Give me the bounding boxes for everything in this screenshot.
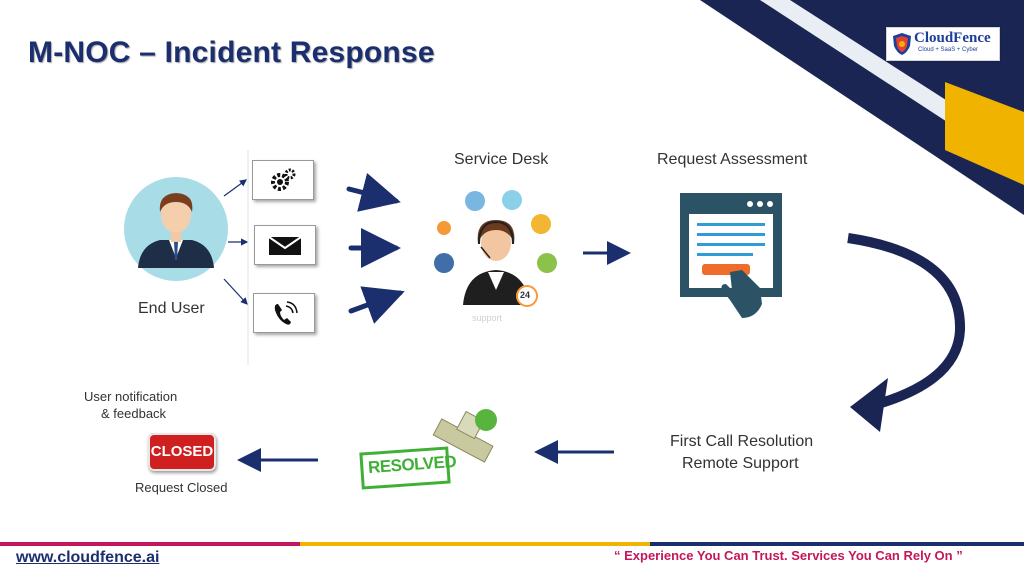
service-desk-label: Service Desk: [454, 151, 549, 168]
closed-sign: CLOSED: [148, 433, 216, 471]
chat-bubble-icon: [437, 221, 451, 235]
arrow-phone-to-desk: [348, 286, 405, 324]
cloudfence-logo: CloudFence Cloud + SaaS + Cyber: [886, 27, 1000, 61]
footer-line-gold: [300, 542, 650, 546]
end-user-avatar: [124, 177, 228, 281]
email-channel-box: [254, 225, 316, 265]
envelope-icon: [268, 236, 302, 255]
support-caption: support: [472, 313, 503, 323]
shield-icon: [893, 33, 911, 55]
end-user-label: End User: [138, 300, 205, 317]
website-link[interactable]: www.cloudfence.ai: [16, 549, 160, 566]
gold-stripe: [945, 82, 1024, 185]
curved-arrow-head: [850, 378, 888, 432]
arrow-user-to-gears: [223, 179, 247, 197]
tools-bubble-icon: [434, 253, 454, 273]
search-bubble-icon: [531, 214, 551, 234]
page-title: M-NOC – Incident Response: [28, 36, 435, 69]
footer-tagline: “ Experience You Can Trust. Services You…: [614, 548, 963, 563]
resolved-stamp-icon: [359, 409, 497, 490]
curved-arrow: [847, 233, 966, 409]
request-assessment-label: Request Assessment: [657, 151, 808, 168]
badge-24-text: 24: [520, 290, 531, 300]
gears-icon: [271, 168, 296, 191]
first-call-resolution-label: First Call Resolution: [670, 433, 814, 450]
logo-name: CloudFence: [914, 30, 991, 46]
request-closed-label: Request Closed: [135, 480, 228, 495]
settings-bubble-icon: [537, 253, 557, 273]
arrow-gears-to-desk: [346, 172, 401, 212]
remote-support-label: Remote Support: [682, 455, 799, 472]
feedback-label: & feedback: [101, 406, 167, 421]
assessment-monitor-icon: [680, 193, 782, 318]
phone-icon: [274, 301, 298, 325]
arrow-user-to-phone: [223, 278, 248, 305]
user-notification-label: User notification: [84, 389, 178, 404]
phone-channel-box: [253, 293, 315, 333]
service-desk-operator: [434, 190, 557, 307]
footer-line-navy: [650, 542, 1024, 546]
logo-tagline: Cloud + SaaS + Cyber: [918, 47, 979, 53]
user-bubble-icon: [502, 190, 522, 210]
globe-icon: [465, 191, 485, 211]
gears-channel-box: [252, 160, 314, 200]
badge-24-icon: [516, 285, 538, 307]
